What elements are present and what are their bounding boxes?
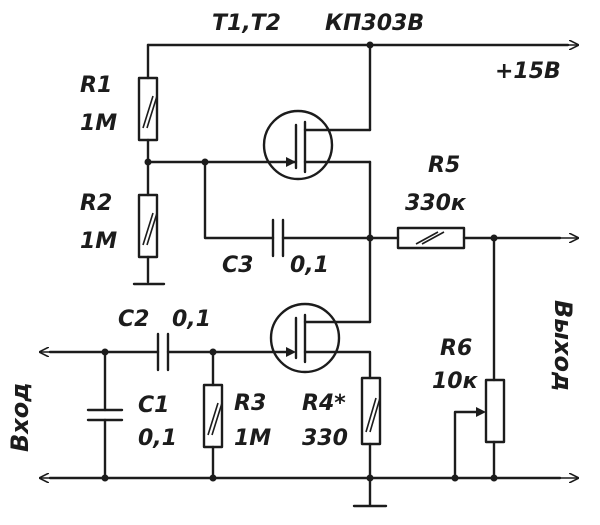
output-label: Выход: [549, 300, 577, 391]
r5-name-label: R5: [428, 153, 460, 178]
r5-resistor: [368, 226, 578, 250]
transistor-designators: T1,T2: [212, 11, 281, 36]
r4-name-label: R4*: [302, 391, 346, 416]
r6-value-label: 10к: [432, 369, 479, 394]
input-label: Вход: [6, 382, 34, 452]
t2-transistor: [269, 302, 372, 380]
r2-value-label: 1М: [80, 229, 117, 254]
r4-resistor: [352, 376, 388, 508]
transistor-part-number: КП303В: [325, 11, 424, 36]
r1-name-label: R1: [80, 73, 112, 98]
input-line: [40, 349, 160, 356]
c3-name-label: C3: [222, 253, 253, 278]
supply-voltage-label: +15В: [495, 59, 561, 84]
r1-resistor: [137, 43, 159, 164]
r6-name-label: R6: [440, 336, 472, 361]
c1-capacitor: [86, 350, 124, 482]
r3-resistor: [202, 350, 224, 482]
r1-value-label: 1М: [80, 111, 117, 136]
r4-value-label: 330: [302, 426, 348, 451]
c2-value-label: 0,1: [172, 307, 211, 332]
c3-capacitor: [203, 160, 372, 258]
r3-name-label: R3: [234, 391, 266, 416]
c1-name-label: C1: [138, 393, 169, 418]
c3-value-label: 0,1: [290, 253, 329, 278]
t1-transistor: [262, 109, 372, 181]
r6-potentiometer: [451, 236, 506, 482]
c2-name-label: C2: [118, 307, 149, 332]
r2-name-label: R2: [80, 191, 112, 216]
r2-resistor: [132, 160, 166, 286]
r3-value-label: 1М: [234, 426, 271, 451]
r5-value-label: 330к: [405, 191, 467, 216]
c2-capacitor: [156, 332, 288, 372]
supply-rail: [146, 42, 578, 49]
c1-value-label: 0,1: [138, 426, 177, 451]
